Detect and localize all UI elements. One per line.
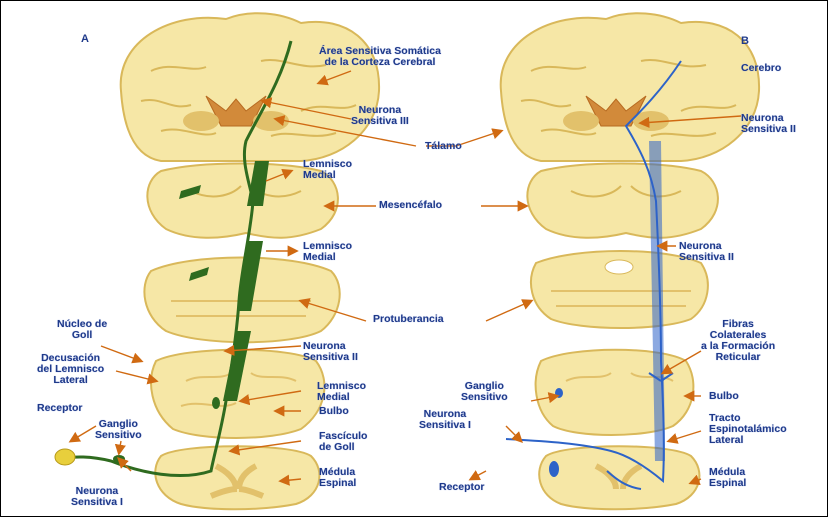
panel-label-b: B: [741, 35, 749, 47]
label-decusacion: Decusación del Lemnisco Lateral: [37, 353, 104, 386]
label-protuberancia: Protuberancia: [373, 314, 444, 325]
label-cerebro: Cerebro: [741, 63, 781, 74]
label-ganglio-a: Ganglio Sensitivo: [95, 419, 142, 441]
label-lemnisco-medial-3: Lemnisco Medial: [317, 381, 366, 403]
label-medula-a: Médula Espinal: [319, 467, 356, 489]
label-neurona-sensitiva-ii-b: Neurona Sensitiva II: [679, 241, 734, 263]
label-lemnisco-medial-1: Lemnisco Medial: [303, 159, 352, 181]
label-nucleo-goll: Núcleo de Goll: [57, 319, 107, 341]
label-tracto-espinotalamico: Tracto Espinotalámico Lateral: [709, 413, 787, 446]
spinal-cord-section-b: [539, 446, 699, 509]
label-bulbo-b: Bulbo: [709, 391, 739, 402]
label-fibras-colaterales: Fibras Colaterales a la Formación Reticu…: [701, 319, 775, 363]
label-neurona-sensitiva-ii-b-top: Neurona Sensitiva II: [741, 113, 796, 135]
label-mesencefalo: Mesencéfalo: [379, 200, 442, 211]
label-receptor-a: Receptor: [37, 403, 83, 414]
label-area-sensitiva: Área Sensitiva Somática de la Corteza Ce…: [319, 46, 441, 68]
cerebrum-section-a: [121, 13, 379, 161]
label-neurona-sensitiva-ii-a: Neurona Sensitiva II: [303, 341, 358, 363]
cerebrum-section-b: [501, 13, 759, 161]
spinal-cord-section-a: [155, 446, 319, 509]
panel-label-a: A: [81, 33, 89, 45]
label-ganglio-b: Ganglio Sensitivo: [461, 381, 508, 403]
label-medula-b: Médula Espinal: [709, 467, 746, 489]
label-lemnisco-medial-2: Lemnisco Medial: [303, 241, 352, 263]
label-fasciculo-goll: Fascículo de Goll: [319, 431, 367, 453]
label-neurona-sensitiva-i-a: Neurona Sensitiva I: [71, 486, 123, 508]
label-neurona-sensitiva-i-b: Neurona Sensitiva I: [419, 409, 471, 431]
label-receptor-b: Receptor: [439, 482, 485, 493]
label-neurona-sensitiva-iii: Neurona Sensitiva III: [351, 105, 409, 127]
label-talamo: Tálamo: [425, 141, 462, 152]
label-bulbo-a: Bulbo: [319, 406, 349, 417]
midbrain-section-b: [527, 164, 718, 238]
